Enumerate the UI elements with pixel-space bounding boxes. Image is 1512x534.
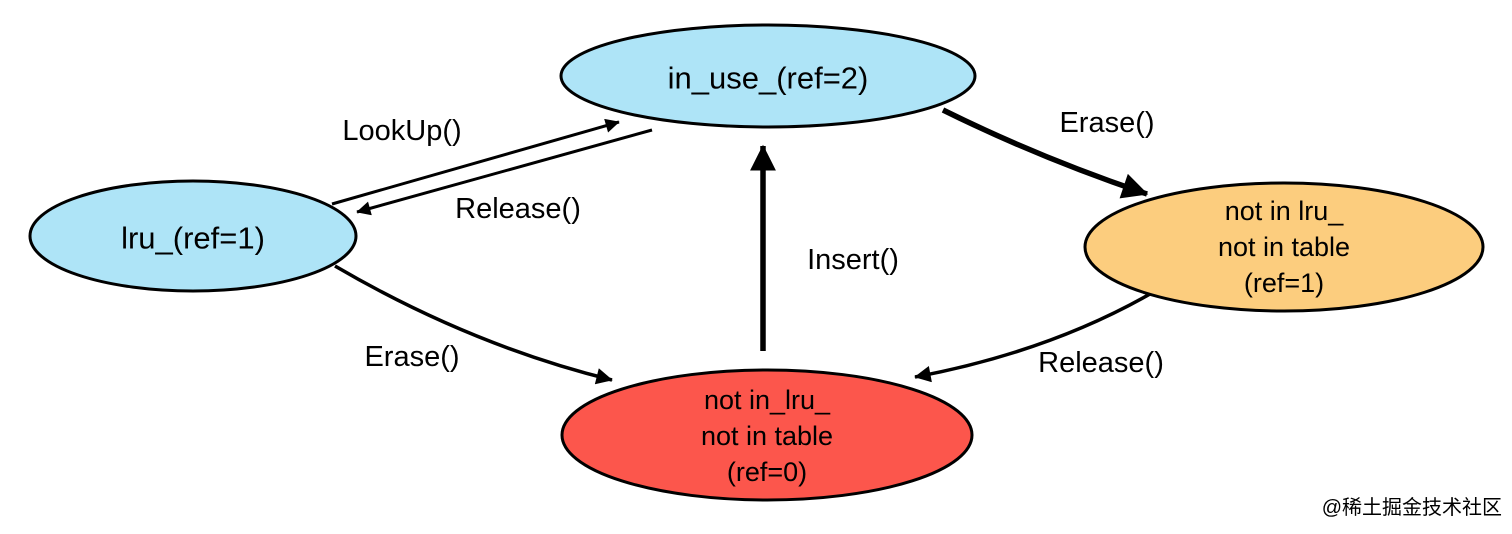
edge-label-lookup: LookUp() <box>342 115 461 147</box>
state-node-not-in-lru-ref1-line1: not in lru_ <box>1225 196 1345 226</box>
nodes: in_use_(ref=2) lru_(ref=1) not in lru_ n… <box>28 23 1485 502</box>
edge-release-top-arrow <box>356 128 653 216</box>
state-node-not-in-lru-ref1-line2: not in table <box>1218 232 1350 262</box>
edge-lookup-arrow <box>331 118 620 206</box>
state-node-lru: lru_(ref=1) <box>28 179 358 293</box>
state-node-not-in-lru-ref0-line3: (ref=0) <box>727 457 807 487</box>
edge-release-bottom-right-arrow <box>914 292 1151 383</box>
watermark: @稀土掘金技术社区 <box>1322 496 1502 519</box>
edge-erase-bottom-left-arrow <box>334 264 613 385</box>
state-node-not-in-lru-ref0-line1: not in_lru_ <box>704 385 831 415</box>
edges <box>331 107 1151 385</box>
state-node-not-in-lru-ref1-ellipse <box>1083 181 1485 313</box>
state-node-not-in-lru-ref1: not in lru_ not in table (ref=1) <box>1083 181 1485 313</box>
state-node-in-use-label: in_use_(ref=2) <box>668 61 869 96</box>
edge-erase-top-right-arrow <box>941 107 1149 199</box>
edge-label-erase-top-right: Erase() <box>1059 107 1154 139</box>
state-node-lru-label: lru_(ref=1) <box>121 221 265 256</box>
state-node-in-use: in_use_(ref=2) <box>559 23 977 129</box>
state-node-lru-ellipse <box>28 179 358 293</box>
state-node-not-in-lru-ref0-line2: not in table <box>701 421 833 451</box>
edge-labels: LookUp() Release() Erase() Insert() Eras… <box>342 107 1164 379</box>
state-node-not-in-lru-ref1-line3: (ref=1) <box>1244 268 1324 298</box>
state-node-not-in-lru-ref0: not in_lru_ not in table (ref=0) <box>560 368 974 502</box>
edge-label-release-bottom-right: Release() <box>1038 347 1164 379</box>
state-node-not-in-lru-ref0-ellipse <box>560 368 974 502</box>
edge-label-release-top: Release() <box>455 193 581 225</box>
state-node-in-use-ellipse <box>559 23 977 129</box>
edge-label-erase-bottom-left: Erase() <box>364 341 459 373</box>
edge-label-insert: Insert() <box>807 244 899 276</box>
